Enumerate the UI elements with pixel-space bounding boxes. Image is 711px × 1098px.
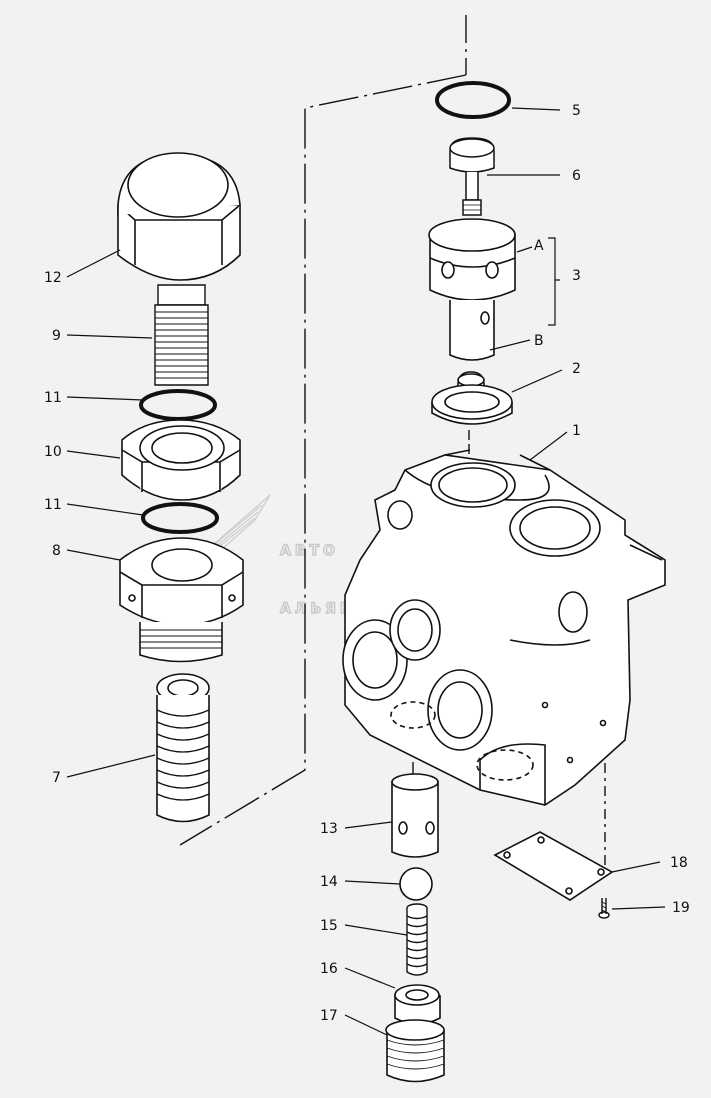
label-10: 10	[44, 444, 62, 460]
part-5-o-ring	[435, 81, 511, 119]
label-5: 5	[572, 103, 581, 119]
part-16-spring-seat	[394, 984, 441, 1025]
label-7: 7	[52, 770, 61, 786]
label-18: 18	[670, 855, 688, 871]
part-11-o-ring-lower	[141, 502, 219, 534]
part-3-sleeve	[428, 218, 516, 361]
part-6-poppet	[449, 137, 495, 216]
callout-labels: 5 6 A 3 B 2 1 12 9 11 10 11 8 7 13 14 15…	[44, 103, 690, 1024]
label-11-lower: 11	[44, 497, 62, 513]
label-1: 1	[572, 423, 581, 439]
label-16: 16	[320, 961, 338, 977]
label-17: 17	[320, 1008, 338, 1024]
label-14: 14	[320, 874, 338, 890]
part-1-valve-body	[342, 449, 666, 806]
part-8-adjusting-body	[119, 537, 244, 663]
label-12: 12	[44, 270, 62, 286]
label-a: A	[534, 238, 544, 254]
part-15-small-spring	[406, 903, 428, 976]
label-13: 13	[320, 821, 338, 837]
label-b: B	[534, 333, 544, 349]
part-17-plug	[385, 1019, 445, 1083]
part-18-plate	[493, 831, 614, 901]
label-15: 15	[320, 918, 338, 934]
part-2-seat	[431, 371, 513, 425]
part-11-o-ring-upper	[139, 389, 217, 421]
part-12-cap-nut	[117, 152, 241, 281]
part-7-spring	[156, 673, 210, 823]
label-6: 6	[572, 168, 581, 184]
label-8: 8	[52, 543, 61, 559]
label-3: 3	[572, 268, 581, 284]
leader-lines	[66, 107, 666, 1036]
part-10-lock-nut	[121, 419, 241, 501]
part-14-ball	[399, 867, 433, 901]
watermark-line1: АВТО	[280, 543, 339, 559]
part-19-screw	[598, 898, 610, 919]
label-2: 2	[572, 361, 581, 377]
part-9-threaded-rod	[154, 284, 209, 386]
label-9: 9	[52, 328, 61, 344]
part-13-sleeve	[391, 773, 439, 858]
label-19: 19	[672, 900, 690, 916]
label-11-upper: 11	[44, 390, 62, 406]
